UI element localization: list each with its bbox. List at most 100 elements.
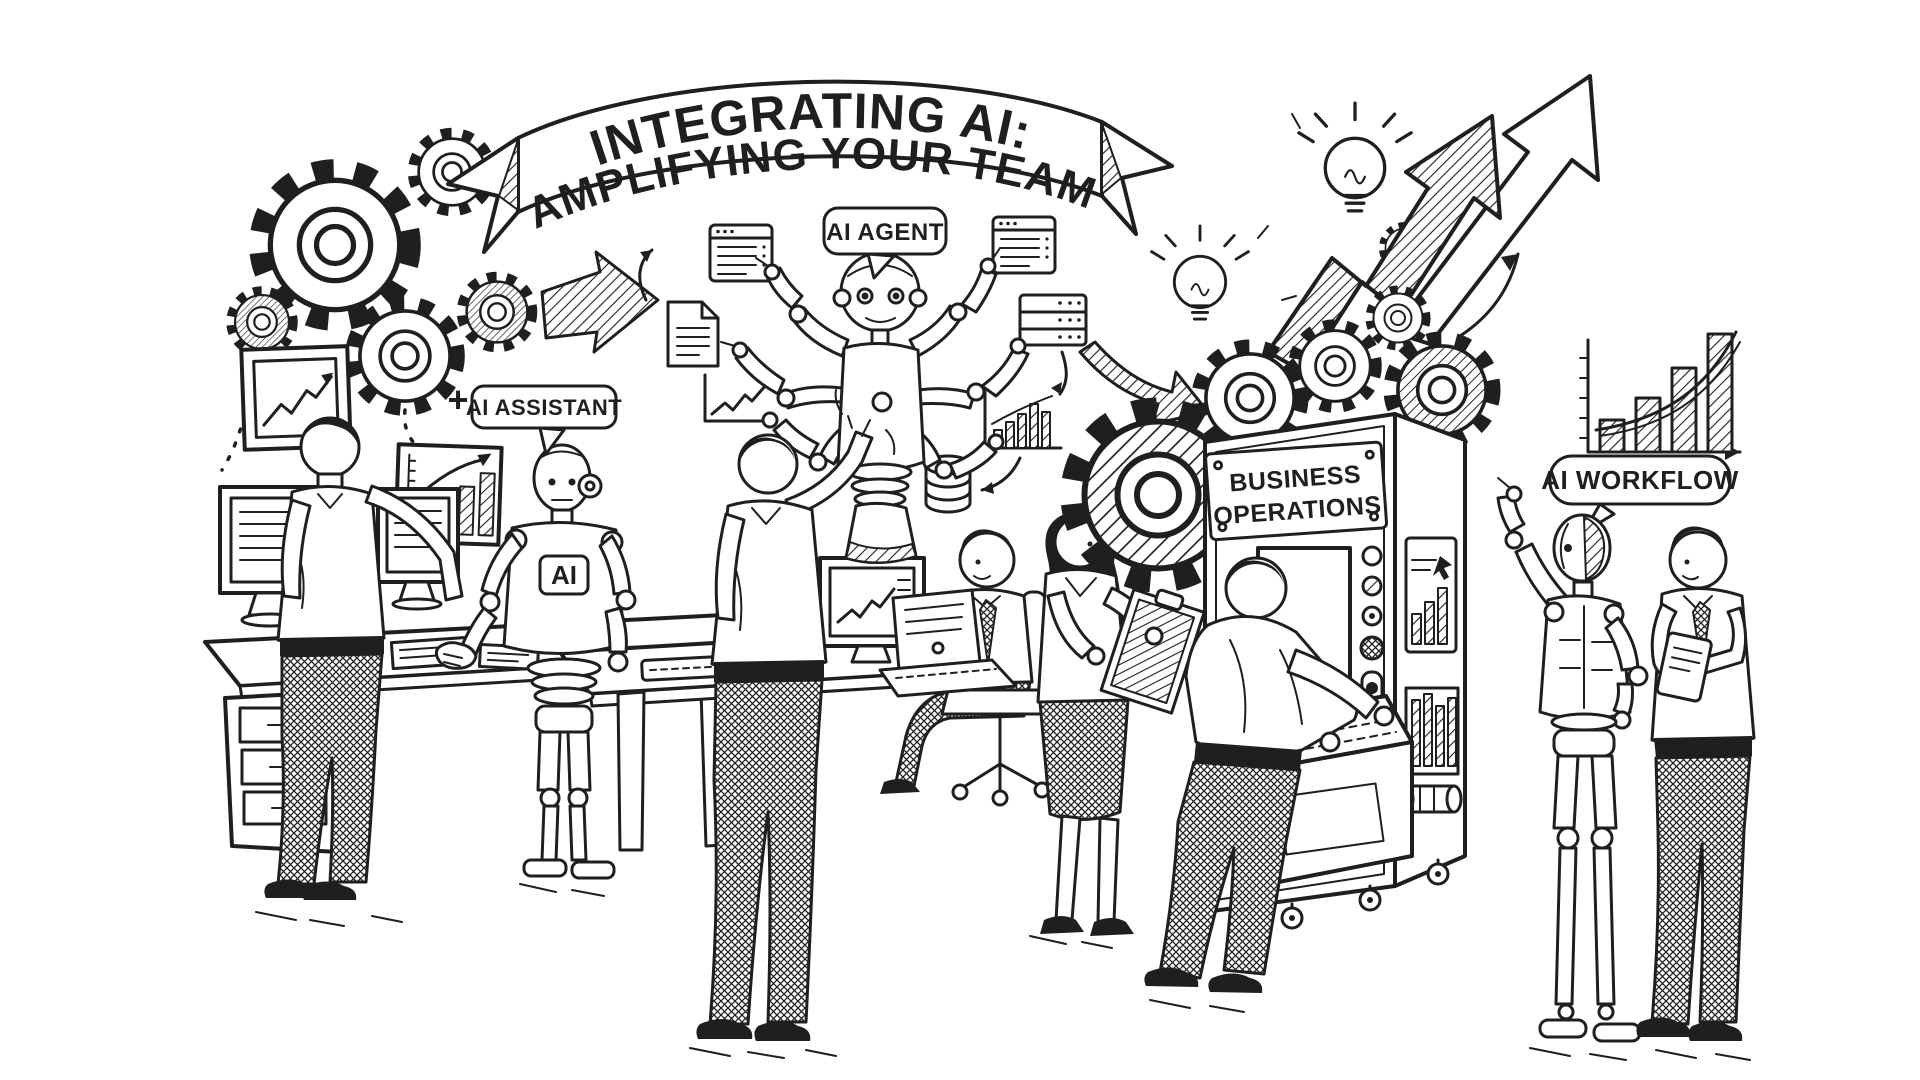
hand	[761, 411, 779, 429]
foot	[522, 858, 568, 878]
man-console	[1144, 556, 1395, 993]
chair-seat	[940, 688, 1054, 716]
man-pointing	[696, 389, 896, 1041]
arm	[960, 266, 998, 314]
legs	[1054, 814, 1120, 924]
cycle-arrow-icon	[1058, 350, 1068, 396]
hand	[987, 433, 1005, 451]
man-handshake	[264, 416, 464, 900]
legs	[1552, 754, 1618, 830]
arm	[908, 304, 964, 358]
arrowhead	[982, 482, 994, 494]
indicator-light	[1361, 575, 1383, 597]
ai-badge	[538, 554, 590, 596]
woman-clipboard	[1036, 510, 1206, 936]
caster-wheel	[1280, 902, 1304, 930]
hair	[960, 529, 1012, 558]
arm-raised	[784, 430, 874, 518]
arrowhead	[1051, 382, 1062, 394]
arrowhead	[640, 250, 652, 262]
arm	[280, 498, 312, 600]
legs	[536, 730, 592, 792]
belt	[714, 660, 824, 682]
gear-icon	[1294, 325, 1376, 407]
skirt	[1038, 698, 1130, 822]
shoe	[1090, 918, 1134, 936]
arm	[604, 606, 628, 654]
browser-window-icon	[991, 215, 1057, 275]
callout-ai-assistant: + AI ASSISTANT	[447, 379, 622, 456]
hand	[1319, 731, 1341, 753]
sparks	[1257, 113, 1455, 315]
arm	[772, 418, 820, 460]
arm	[948, 440, 998, 480]
hair	[1226, 560, 1284, 590]
arm	[714, 512, 746, 622]
laptop	[878, 588, 1018, 698]
gear-cluster-topleft	[220, 133, 532, 472]
man-tablet	[1636, 526, 1756, 1041]
dashed-connector	[402, 408, 430, 458]
ai-agent-robot	[720, 247, 1030, 565]
arm	[364, 484, 464, 602]
shoe	[1144, 967, 1199, 987]
growth-bar-chart	[1579, 330, 1742, 460]
arm-pointing	[1514, 542, 1570, 616]
cycle-arrow-icon	[980, 456, 1022, 492]
hair	[739, 437, 795, 466]
hair	[300, 418, 359, 449]
hand	[731, 341, 749, 359]
hand	[1505, 485, 1523, 503]
arm	[1046, 590, 1096, 660]
growth-arrow-hatched	[1266, 114, 1502, 374]
ground-shadows	[255, 883, 1751, 1061]
shoe	[880, 779, 920, 794]
hand	[763, 263, 781, 281]
ai-assistant-label: AI ASSISTANT	[466, 395, 622, 420]
arm	[1604, 616, 1640, 672]
robot-assistant: AI	[460, 443, 637, 880]
hand	[607, 651, 629, 673]
shoe	[696, 1019, 753, 1039]
robot-workflow	[1496, 477, 1649, 1043]
foot	[1592, 1022, 1642, 1043]
light-bulb-icon	[1150, 224, 1250, 321]
plus-sign: +	[447, 379, 468, 420]
callout-ai-agent: AI AGENT	[822, 206, 948, 280]
ai-workflow-label: AI WORKFLOW	[1541, 465, 1739, 495]
arm	[980, 346, 1030, 398]
indicator-light	[1359, 635, 1385, 661]
shoe	[302, 881, 357, 900]
gear-icon	[353, 304, 458, 409]
belt	[280, 636, 384, 656]
callout-ai-workflow: AI WORKFLOW	[1541, 454, 1739, 534]
hand-cursor-icon	[1433, 556, 1452, 580]
shoe	[1208, 973, 1263, 993]
hand	[1373, 705, 1395, 727]
hand	[1009, 337, 1027, 355]
arm	[1286, 648, 1380, 720]
dashed-connector	[220, 383, 252, 472]
arm	[598, 534, 632, 596]
clipboard	[1099, 587, 1206, 715]
shoe	[754, 1021, 811, 1041]
foot	[570, 860, 616, 880]
ai-agent-label: AI AGENT	[826, 219, 944, 246]
arrowhead	[1501, 254, 1518, 271]
trousers	[1158, 760, 1302, 980]
shoe	[1636, 1017, 1691, 1037]
document-icon	[666, 300, 720, 368]
machine-sign: BUSINESS OPERATIONS	[1204, 440, 1389, 542]
growth-arrow-curved	[1458, 252, 1520, 338]
arm	[782, 385, 844, 410]
trousers	[1650, 754, 1752, 1026]
server-table-icon	[1018, 293, 1088, 347]
light-bulb-icon	[1297, 101, 1413, 213]
arrow-right-icon	[540, 250, 660, 354]
trousers	[276, 652, 384, 886]
indicator-light	[1361, 545, 1383, 567]
belt	[1654, 736, 1752, 758]
motion-arcs	[834, 389, 896, 455]
